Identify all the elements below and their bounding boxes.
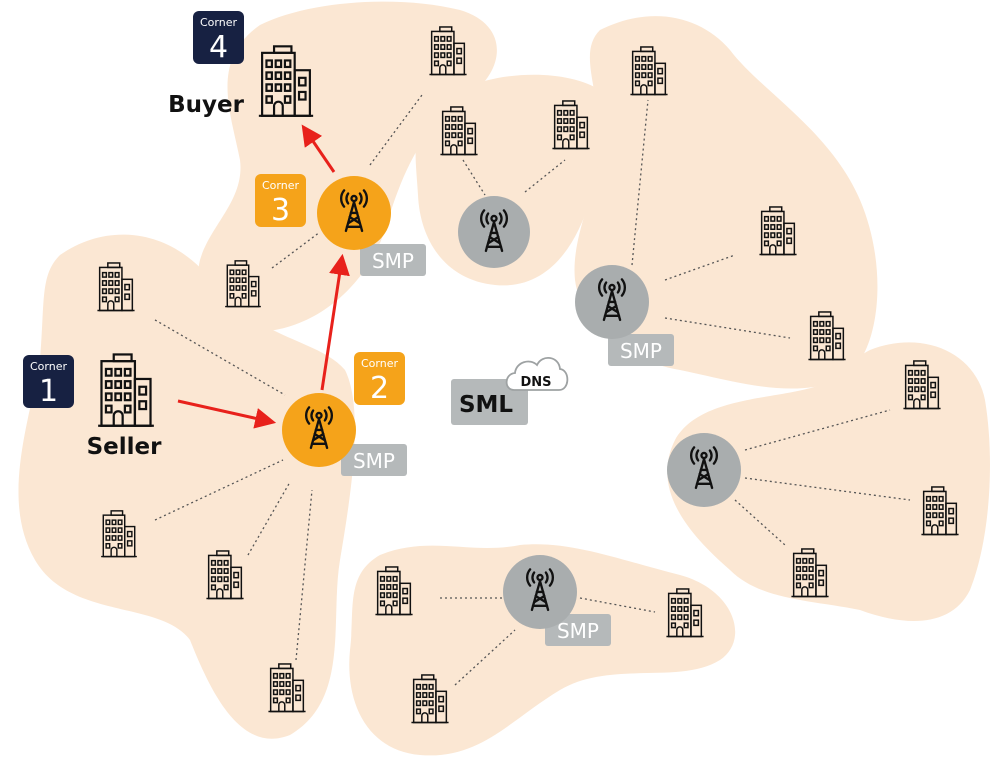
corner-number: 2 (370, 371, 389, 406)
seller-label: Seller (87, 434, 163, 460)
network-region-right-bottom (667, 342, 990, 622)
smp-label: SMP (557, 619, 599, 643)
corner-word: Corner (361, 357, 398, 370)
corner-number: 3 (271, 193, 290, 228)
corner-badge-2: Corner 2 (354, 352, 405, 406)
arrow-c3-to-buyer (301, 124, 336, 173)
arrow-seller-to-c2 (177, 399, 277, 429)
corner-word: Corner (30, 360, 67, 373)
sml-box (451, 379, 528, 425)
corner-number: 4 (209, 30, 228, 65)
access-point-corner-2 (282, 393, 356, 467)
arrow-c2-to-c3 (320, 253, 350, 391)
smp-label: SMP (620, 339, 662, 363)
access-point-bottom (503, 555, 577, 629)
access-point-right-top (575, 265, 649, 339)
sml-service: SML DNS (451, 357, 569, 425)
smp-tag-bottom: SMP (545, 614, 611, 646)
access-point-right-bottom (667, 433, 741, 507)
corner-badge-1: Corner 1 (23, 355, 74, 409)
access-point-center (458, 196, 530, 268)
smp-tags: SMP SMP SMP SMP (341, 244, 674, 646)
connection-lines (154, 94, 911, 686)
dns-cloud-icon (505, 357, 569, 391)
corner-word: Corner (262, 179, 299, 192)
smp-tag-buyer: SMP (360, 244, 426, 276)
sml-label: SML (459, 392, 513, 418)
smp-label: SMP (353, 449, 395, 473)
smp-tag-right-top: SMP (608, 334, 674, 366)
access-points (282, 176, 741, 629)
corner-badge-4: Corner 4 (193, 11, 244, 65)
smp-tag-seller: SMP (341, 444, 407, 476)
corner-number: 1 (39, 374, 58, 409)
corner-word: Corner (200, 16, 237, 29)
document-flow-arrows (177, 124, 350, 429)
access-point-corner-3 (317, 176, 391, 250)
dns-label: DNS (520, 375, 551, 390)
corner-badge-3: Corner 3 (255, 174, 306, 228)
network-region-right-top (574, 16, 878, 389)
buyer-label: Buyer (168, 92, 244, 118)
smp-label: SMP (372, 249, 414, 273)
